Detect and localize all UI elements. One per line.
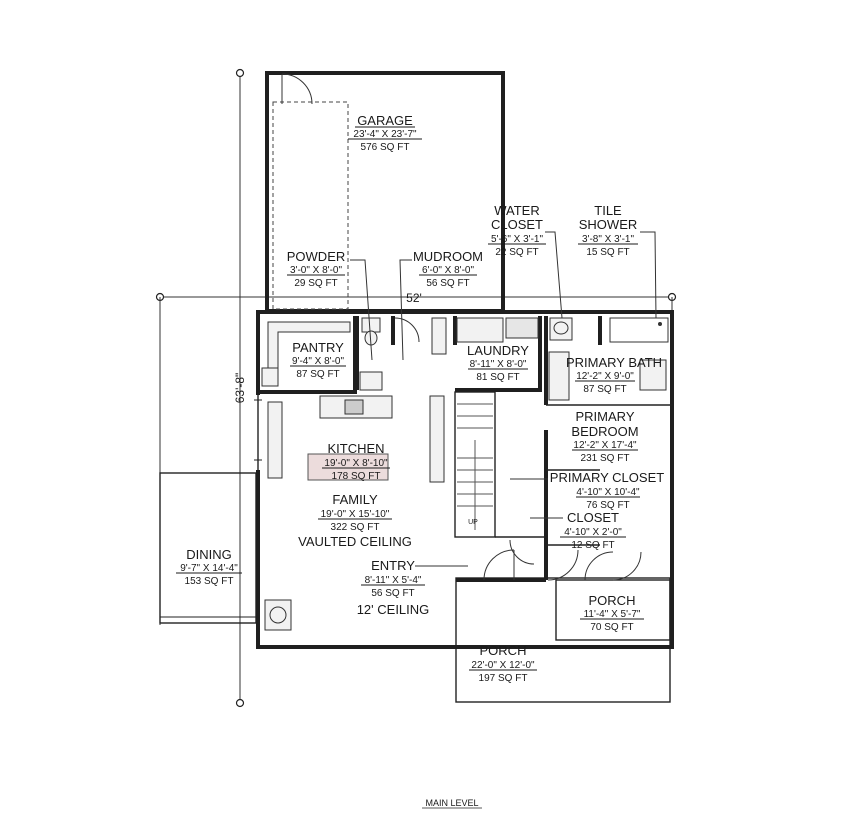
svg-text:576 SQ FT: 576 SQ FT — [361, 142, 410, 153]
svg-text:SHOWER: SHOWER — [579, 217, 638, 232]
svg-text:8'-11" X 5'-4": 8'-11" X 5'-4" — [365, 575, 422, 586]
overall-width: 52' — [406, 291, 422, 305]
svg-text:11'-4" X 5'-7": 11'-4" X 5'-7" — [584, 609, 641, 620]
stair-treads — [457, 403, 493, 530]
svg-text:VAULTED CEILING: VAULTED CEILING — [298, 534, 412, 549]
svg-text:29 SQ FT: 29 SQ FT — [294, 278, 337, 289]
svg-text:9'-7" X 14'-4": 9'-7" X 14'-4" — [180, 563, 238, 574]
svg-text:23'-4" X 23'-7": 23'-4" X 23'-7" — [353, 129, 417, 140]
room-primary-bath: PRIMARY BATH 12'-2" X 9'-0" 87 SQ FT — [566, 355, 662, 395]
svg-text:56 SQ FT: 56 SQ FT — [426, 278, 469, 289]
svg-text:PRIMARY: PRIMARY — [576, 409, 635, 424]
svg-text:3'-0" X 8'-0": 3'-0" X 8'-0" — [290, 265, 343, 276]
room-entry: ENTRY 8'-11" X 5'-4" 56 SQ FT 12' CEILIN… — [357, 558, 430, 617]
svg-text:19'-0" X 15'-10": 19'-0" X 15'-10" — [321, 509, 390, 520]
room-water-closet: WATER CLOSET 5'-6" X 3'-1" 22 SQ FT — [488, 203, 546, 258]
svg-text:70 SQ FT: 70 SQ FT — [590, 622, 633, 633]
room-porch-side: PORCH 11'-4" X 5'-7" 70 SQ FT — [580, 593, 644, 633]
svg-text:76 SQ FT: 76 SQ FT — [586, 500, 629, 511]
room-kitchen: KITCHEN 19'-0" X 8'-10" 178 SQ FT — [322, 441, 390, 482]
svg-text:12'-2" X 9'-0": 12'-2" X 9'-0" — [576, 371, 634, 382]
svg-text:GARAGE: GARAGE — [357, 113, 413, 128]
svg-text:87 SQ FT: 87 SQ FT — [296, 369, 339, 380]
plan-title: MAIN LEVEL — [425, 798, 478, 808]
svg-text:9'-4" X 8'-0": 9'-4" X 8'-0" — [292, 356, 345, 367]
svg-text:322 SQ FT: 322 SQ FT — [331, 522, 380, 533]
svg-text:22'-0" X 12'-0": 22'-0" X 12'-0" — [471, 660, 535, 671]
room-closet: CLOSET 4'-10" X 2'-0" 12 SQ FT — [560, 510, 626, 551]
svg-text:8'-11" X 8'-0": 8'-11" X 8'-0" — [470, 359, 527, 370]
room-labels: GARAGE 23'-4" X 23'-7" 576 SQ FT WATER C… — [176, 113, 664, 684]
main-walls — [254, 310, 674, 649]
svg-text:POWDER: POWDER — [287, 249, 346, 264]
svg-text:4'-10" X 2'-0": 4'-10" X 2'-0" — [564, 527, 622, 538]
room-primary-closet: PRIMARY CLOSET 4'-10" X 10'-4" 76 SQ FT — [550, 470, 664, 511]
svg-text:153 SQ FT: 153 SQ FT — [185, 576, 234, 587]
svg-text:81 SQ FT: 81 SQ FT — [476, 372, 519, 383]
svg-text:231 SQ FT: 231 SQ FT — [581, 453, 630, 464]
svg-text:DINING: DINING — [186, 547, 232, 562]
svg-text:12'-2" X 17'-4": 12'-2" X 17'-4" — [573, 440, 637, 451]
svg-text:87 SQ FT: 87 SQ FT — [583, 384, 626, 395]
room-family: FAMILY 19'-0" X 15'-10" 322 SQ FT VAULTE… — [298, 492, 412, 549]
svg-text:PRIMARY BATH: PRIMARY BATH — [566, 355, 662, 370]
svg-text:12 SQ FT: 12 SQ FT — [571, 540, 614, 551]
svg-text:3'-8" X 3'-1": 3'-8" X 3'-1" — [582, 234, 635, 245]
room-mudroom: MUDROOM 6'-0" X 8'-0" 56 SQ FT — [413, 249, 483, 289]
fixtures — [261, 317, 669, 631]
room-tile-shower: TILE SHOWER 3'-8" X 3'-1" 15 SQ FT — [578, 203, 638, 258]
svg-text:PORCH: PORCH — [480, 643, 527, 658]
svg-text:FAMILY: FAMILY — [332, 492, 378, 507]
room-garage: GARAGE 23'-4" X 23'-7" 576 SQ FT — [348, 113, 422, 153]
svg-text:15 SQ FT: 15 SQ FT — [586, 247, 629, 258]
stair-label: UP — [468, 519, 478, 526]
svg-text:PORCH: PORCH — [589, 593, 636, 608]
svg-text:CLOSET: CLOSET — [567, 510, 619, 525]
svg-text:197 SQ FT: 197 SQ FT — [479, 673, 528, 684]
svg-text:MUDROOM: MUDROOM — [413, 249, 483, 264]
overall-depth: 63'-8" — [233, 373, 247, 404]
svg-text:BEDROOM: BEDROOM — [571, 424, 638, 439]
svg-text:KITCHEN: KITCHEN — [327, 441, 384, 456]
svg-text:4'-10" X 10'-4": 4'-10" X 10'-4" — [576, 487, 640, 498]
door-swings — [394, 317, 642, 581]
room-dining: DINING 9'-7" X 14'-4" 153 SQ FT — [176, 547, 242, 587]
room-pantry: PANTRY 9'-4" X 8'-0" 87 SQ FT — [290, 340, 346, 380]
svg-text:CLOSET: CLOSET — [491, 217, 543, 232]
leader-arrows — [350, 231, 657, 567]
svg-text:5'-6" X 3'-1": 5'-6" X 3'-1" — [491, 234, 544, 245]
svg-text:LAUNDRY: LAUNDRY — [467, 343, 529, 358]
svg-text:PANTRY: PANTRY — [292, 340, 344, 355]
svg-text:WATER: WATER — [494, 203, 540, 218]
svg-text:6'-0" X 8'-0": 6'-0" X 8'-0" — [422, 265, 475, 276]
svg-text:56 SQ FT: 56 SQ FT — [371, 588, 414, 599]
room-laundry: LAUNDRY 8'-11" X 8'-0" 81 SQ FT — [467, 343, 529, 383]
svg-text:ENTRY: ENTRY — [371, 558, 415, 573]
svg-text:22 SQ FT: 22 SQ FT — [495, 247, 538, 258]
room-porch-front: PORCH 22'-0" X 12'-0" 197 SQ FT — [469, 643, 537, 684]
svg-text:12' CEILING: 12' CEILING — [357, 602, 430, 617]
room-powder: POWDER 3'-0" X 8'-0" 29 SQ FT — [287, 249, 346, 289]
svg-text:TILE: TILE — [594, 203, 622, 218]
svg-text:19'-0" X 8'-10": 19'-0" X 8'-10" — [324, 458, 388, 469]
svg-text:PRIMARY CLOSET: PRIMARY CLOSET — [550, 470, 664, 485]
svg-text:178 SQ FT: 178 SQ FT — [332, 471, 381, 482]
room-primary-bedroom: PRIMARY BEDROOM 12'-2" X 17'-4" 231 SQ F… — [571, 409, 638, 464]
